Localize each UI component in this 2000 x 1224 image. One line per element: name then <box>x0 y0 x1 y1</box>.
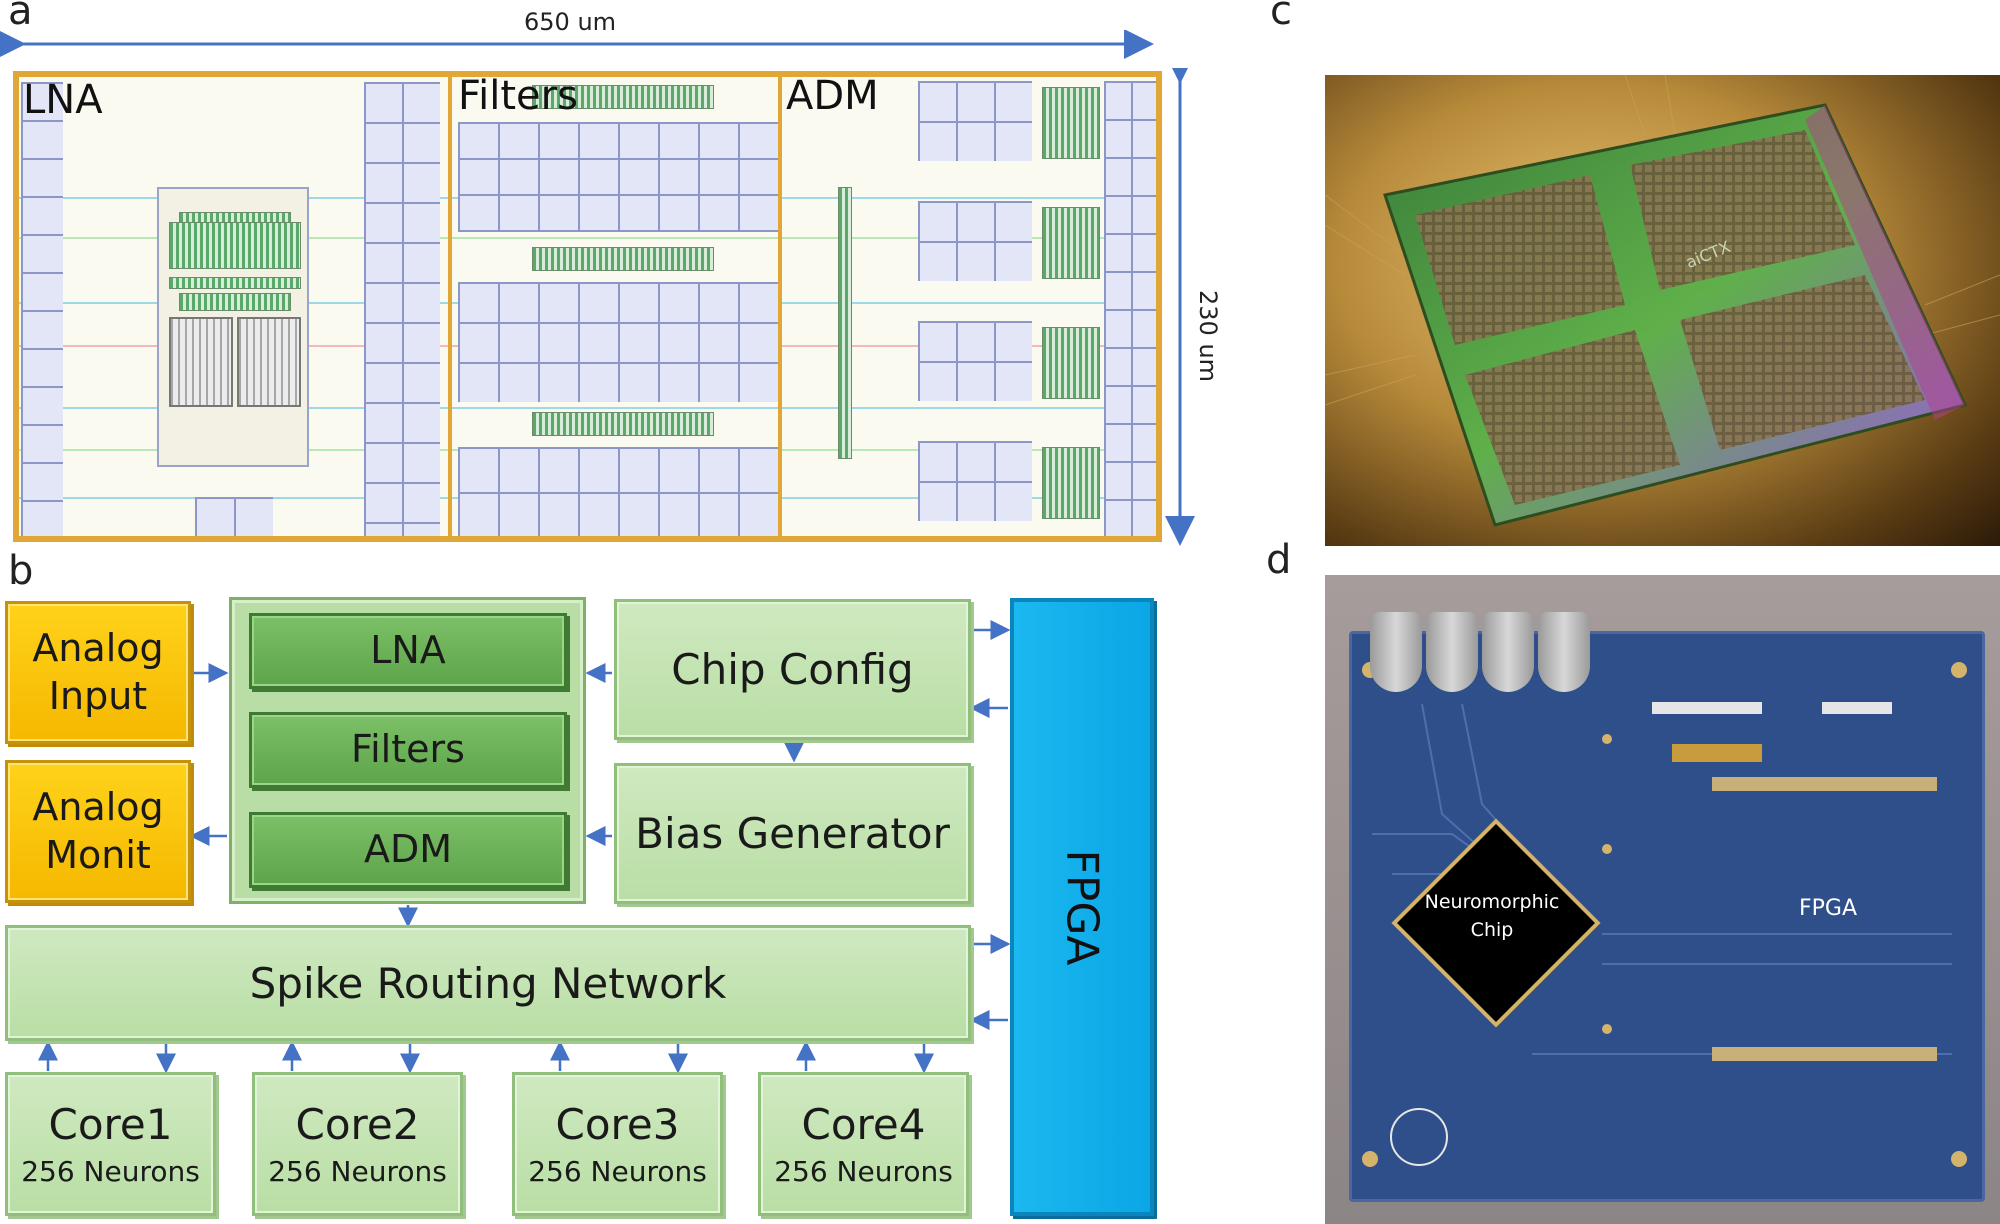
bnc-connector <box>1538 612 1590 692</box>
adm-cell-grid <box>918 201 1032 281</box>
filters-cell-grid-top <box>458 122 778 232</box>
fpga-label: FPGA <box>1056 848 1108 966</box>
filter-circuit <box>532 247 714 271</box>
core1-block: Core1 256 Neurons <box>5 1072 216 1216</box>
analog-input-line2: Input <box>48 673 148 718</box>
filter-circuit <box>532 412 714 436</box>
neuron-array-br <box>1680 275 1925 450</box>
width-dimension-label: 650 um <box>524 8 617 36</box>
adm-cell-grid-right <box>1104 81 1156 536</box>
analog-monitor-block: Analog Monit <box>5 760 191 903</box>
core1-neurons: 256 Neurons <box>21 1155 200 1188</box>
filters-region-label: Filters <box>458 73 578 119</box>
analog-input-block: Analog Input <box>5 601 191 744</box>
adm-cell-grid <box>918 81 1032 161</box>
lna-capacitor <box>169 317 233 407</box>
neuron-array-tr <box>1630 130 1855 290</box>
pcb-board: Neuromorphic Chip FPGA <box>1349 612 1985 1202</box>
panel-label-b: b <box>8 548 34 594</box>
lna-cell-bottom <box>195 497 273 536</box>
core2-name: Core2 <box>295 1100 420 1149</box>
chip-die-drawing <box>1325 75 2000 527</box>
lna-block: LNA <box>249 613 567 689</box>
neuron-array-bl <box>1465 330 1680 505</box>
neuron-array-tl <box>1415 175 1625 345</box>
adm-cell-grid <box>918 321 1032 401</box>
analog-monit-line2: Monit <box>45 832 151 877</box>
chip-label-line2: Chip <box>1470 918 1514 941</box>
adm-region-label: ADM <box>786 73 879 119</box>
core3-neurons: 256 Neurons <box>528 1155 707 1188</box>
bnc-connector <box>1426 612 1478 692</box>
core3-name: Core3 <box>555 1100 680 1149</box>
block-diagram-arrows <box>38 620 1011 1074</box>
adm-circuit <box>1042 327 1100 399</box>
filters-region: Filters <box>448 77 778 536</box>
core4-block: Core4 256 Neurons <box>758 1072 969 1216</box>
filter-circuit <box>532 85 714 109</box>
lna-transistor-array <box>169 222 301 269</box>
filters-cell-grid-mid <box>458 282 778 402</box>
filters-block: Filters <box>249 712 567 788</box>
lna-capacitor <box>237 317 301 407</box>
analog-input-line1: Analog <box>32 626 164 670</box>
panel-label-d: d <box>1266 537 1292 583</box>
lna-region-label: LNA <box>23 77 103 123</box>
adm-circuit <box>1042 447 1100 519</box>
analog-monit-line1: Analog <box>32 785 164 829</box>
pcb-render: Neuromorphic Chip FPGA <box>1325 575 2000 1224</box>
adm-region: ADM <box>778 77 1156 536</box>
lna-transistor-array <box>169 277 301 289</box>
width-dimension-arrow <box>0 30 1154 59</box>
lna-transistor-array <box>179 293 291 311</box>
core2-neurons: 256 Neurons <box>268 1155 447 1188</box>
wire <box>19 407 1156 409</box>
height-dimension-label: 230 um <box>1194 290 1222 383</box>
panel-label-a: a <box>8 0 33 34</box>
spike-routing-network-block: Spike Routing Network <box>5 925 971 1041</box>
neuromorphic-chip-label: Neuromorphic Chip <box>1412 889 1572 944</box>
adm-circuit <box>838 187 852 459</box>
wire <box>19 237 1156 239</box>
panel-label-c: c <box>1270 0 1292 34</box>
filters-cell-grid-bot <box>458 447 778 536</box>
lna-cell-column-right <box>364 82 440 536</box>
height-dimension-arrow <box>1165 68 1195 546</box>
core3-block: Core3 256 Neurons <box>512 1072 723 1216</box>
core1-name: Core1 <box>48 1100 173 1149</box>
adm-circuit <box>1042 207 1100 279</box>
adm-cell-grid <box>918 441 1032 521</box>
chip-photograph: aiCTX <box>1325 75 2000 546</box>
core2-block: Core2 256 Neurons <box>252 1072 463 1216</box>
chip-label-line1: Neuromorphic <box>1424 891 1560 913</box>
bias-generator-block: Bias Generator <box>614 763 971 904</box>
core4-name: Core4 <box>801 1100 926 1149</box>
bnc-connector <box>1482 612 1534 692</box>
bnc-connector <box>1370 612 1422 692</box>
fpga-block: FPGA <box>1010 598 1154 1216</box>
adm-circuit <box>1042 87 1100 159</box>
adm-block: ADM <box>249 812 567 888</box>
core4-neurons: 256 Neurons <box>774 1155 953 1188</box>
lna-cell-column-left <box>21 82 63 536</box>
fpga-pcb-label: FPGA <box>1799 896 1858 921</box>
chip-config-block: Chip Config <box>614 599 971 740</box>
chip-layout: Filters ADM LNA <box>13 71 1162 542</box>
